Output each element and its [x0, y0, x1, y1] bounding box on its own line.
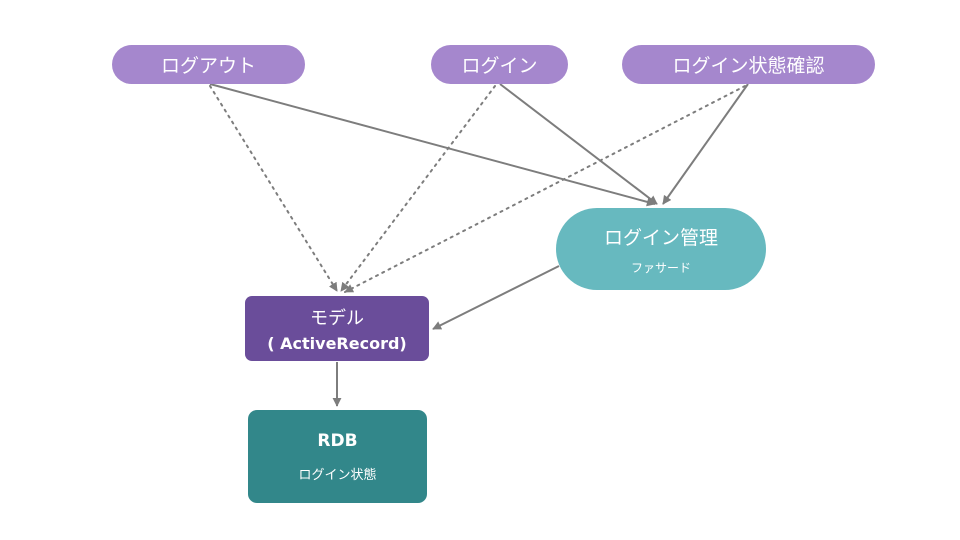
login-manager-sublabel: ファサード [630, 260, 691, 275]
edge-logout-to-login-manager [209, 83, 656, 207]
login-status-check-node: ログイン状態確認 [622, 45, 875, 84]
rdb-node: RDB ログイン状態 [248, 410, 427, 503]
model-node: モデル ( ActiveRecord) [245, 296, 429, 361]
edge-login-manager-to-model [432, 265, 560, 330]
edge-login-to-model [340, 85, 496, 292]
model-sublabel: ( ActiveRecord) [267, 334, 407, 353]
logout-label: ログアウト [160, 55, 256, 77]
login-status-check-label: ログイン状態確認 [672, 55, 825, 77]
edge-status-check-to-login-manager [662, 83, 749, 205]
edge-status-check-to-model [344, 85, 746, 293]
edge-login-to-login-manager [499, 83, 658, 205]
model-label: モデル [310, 308, 364, 329]
rdb-label: RDB [317, 430, 358, 451]
login-label: ログイン [461, 55, 538, 77]
login-node: ログイン [431, 45, 568, 84]
edge-logout-to-model [209, 85, 338, 292]
login-manager-label: ログイン管理 [603, 226, 718, 249]
rdb-sublabel: ログイン状態 [298, 467, 377, 483]
logout-node: ログアウト [112, 45, 305, 84]
login-manager-node: ログイン管理 ファサード [556, 208, 766, 290]
